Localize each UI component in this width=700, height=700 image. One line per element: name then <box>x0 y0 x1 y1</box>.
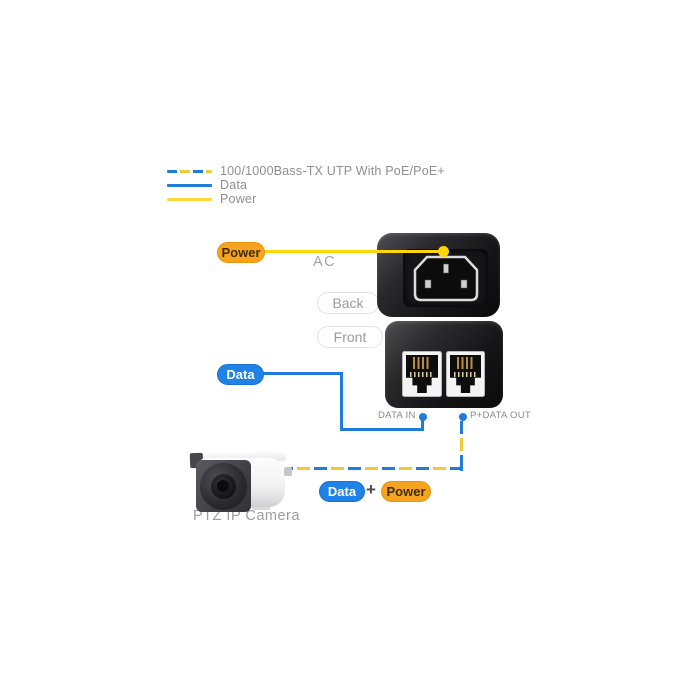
legend: 100/1000Bass-TX UTP With PoE/PoE+ Data P… <box>167 164 445 206</box>
data-line-swatch <box>167 183 212 187</box>
data-line-seg-2 <box>340 372 343 431</box>
back-label: Back <box>317 292 379 314</box>
legend-item-data: Data <box>167 178 445 192</box>
power-badge-bottom: Power <box>381 481 431 502</box>
poe-cable-horizontal <box>287 467 463 470</box>
data-line-seg-4 <box>421 418 424 431</box>
legend-item-utp: 100/1000Bass-TX UTP With PoE/PoE+ <box>167 164 445 178</box>
rj45-contact-comb <box>453 372 478 377</box>
legend-label-power: Power <box>220 192 257 206</box>
legend-item-power: Power <box>167 192 445 206</box>
poe-injector-back <box>377 233 500 317</box>
poe-injector-front <box>385 321 503 408</box>
legend-label-utp: 100/1000Bass-TX UTP With PoE/PoE+ <box>220 164 445 178</box>
ac-label: AC <box>313 254 337 270</box>
camera-foot <box>252 505 270 510</box>
camera-caption: PTZ IP Camera <box>193 508 300 524</box>
rj45-port-pdata-out <box>446 351 485 397</box>
rj45-gold-pins <box>456 357 475 370</box>
pdata-out-dot <box>459 413 467 421</box>
data-in-dot <box>419 413 427 421</box>
data-in-label: DATA IN <box>378 410 416 421</box>
data-line-seg-1 <box>263 372 343 375</box>
rj45-opening <box>406 355 438 393</box>
utp-poe-line-swatch <box>167 169 212 173</box>
legend-label-data: Data <box>220 178 248 192</box>
rj45-port-data-in <box>402 351 442 397</box>
camera-lens-core <box>217 480 229 492</box>
ac-inlet-icon <box>413 255 478 301</box>
data-badge-bottom: Data <box>319 481 365 502</box>
rj45-gold-pins <box>413 357 431 370</box>
power-badge-top: Power <box>217 242 265 263</box>
data-badge-left: Data <box>217 364 264 385</box>
rj45-opening <box>450 355 481 393</box>
camera-cable-stub <box>284 467 292 476</box>
ac-inlet-panel <box>403 249 488 307</box>
rj45-contact-comb <box>409 372 435 377</box>
power-line-swatch <box>167 197 212 201</box>
power-line <box>264 250 441 253</box>
data-line-seg-3 <box>340 428 424 431</box>
poe-cable-vertical <box>460 421 463 471</box>
power-connection-dot <box>438 246 449 257</box>
front-label: Front <box>317 326 383 348</box>
pdata-out-label: P+DATA OUT <box>470 410 531 421</box>
plus-sign: + <box>366 480 376 499</box>
